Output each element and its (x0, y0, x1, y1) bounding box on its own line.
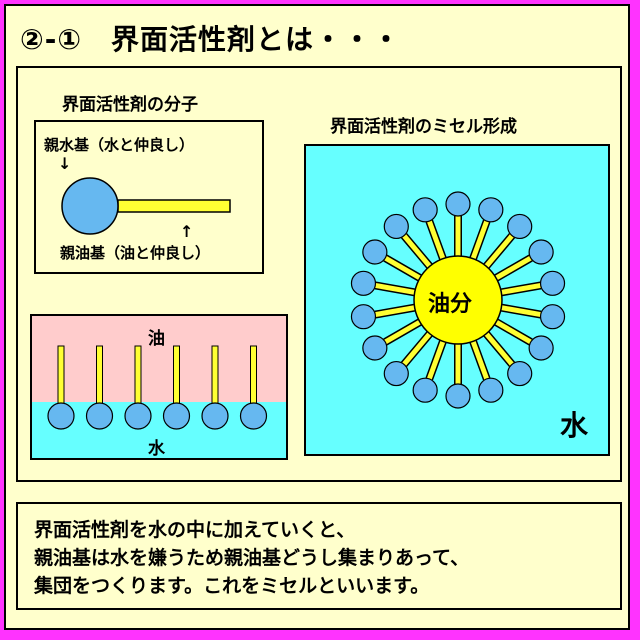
description-line: 集団をつくります。これをミセルといいます。 (34, 575, 430, 597)
description-line: 界面活性剤を水の中に加えていくと、 (34, 519, 356, 541)
micelle-head (445, 191, 471, 217)
micelle-tail (481, 234, 514, 271)
interface-molecule-tail (96, 345, 103, 405)
micelle-head (539, 304, 566, 330)
micelle-tail (402, 329, 435, 366)
interface-molecule-head (85, 402, 114, 430)
micelle-tail (426, 220, 447, 264)
interface-molecule-tail (57, 345, 65, 405)
micelle-head (528, 335, 554, 361)
down-arrow-icon: ↓ (58, 154, 72, 173)
micelle-head (412, 197, 438, 223)
interface-molecule-tail (173, 345, 180, 405)
micelle-heading: 界面活性剤のミセル形成 (330, 117, 517, 137)
micelle-head (507, 213, 533, 240)
interface-molecule-tail (134, 345, 142, 405)
lipophilic-label: 親油基（油と仲良し） (60, 244, 211, 262)
micelle-head (383, 360, 409, 387)
lipophilic-tail (117, 199, 231, 213)
interface-molecule-head (239, 402, 268, 430)
oil-core (413, 255, 503, 345)
micelle-head (412, 377, 438, 403)
micelle-head (362, 239, 388, 265)
micelle-tail (374, 282, 420, 296)
micelle-head (528, 239, 554, 265)
micelle-tail (481, 329, 514, 366)
interface-molecule-head (47, 402, 75, 430)
interface-molecule-head (124, 402, 152, 430)
micelle-tail (496, 282, 542, 296)
description-box: 界面活性剤を水の中に加えていくと、 親油基は水を嫌うため親油基どうし集まりあって… (16, 502, 622, 610)
page-title: ②-① 界面活性剤とは・・・ (20, 23, 402, 56)
micelle-tail (469, 220, 490, 264)
micelle-head (539, 270, 566, 296)
micelle-head (445, 383, 471, 409)
interface-water-label: 水 (148, 439, 165, 459)
interface-molecule-tail (211, 345, 219, 405)
micelle-head (507, 360, 533, 387)
interface-molecule-head (201, 402, 229, 430)
micelle-tail (426, 336, 447, 380)
micelle-tail (491, 317, 532, 345)
micelle-head (478, 377, 504, 403)
micelle-head (478, 197, 504, 223)
micelle-tail (384, 317, 425, 345)
interface-molecule-tail (250, 345, 257, 405)
micelle-tail (469, 336, 490, 380)
oil-label: 油 (148, 329, 165, 349)
micelle-head (383, 213, 409, 240)
micelle-head (350, 270, 377, 296)
micelle-head (362, 335, 388, 361)
molecule-heading: 界面活性剤の分子 (62, 95, 198, 115)
micelle-tail (402, 234, 435, 271)
up-arrow-icon: ↑ (180, 222, 194, 241)
micelle-tail (491, 255, 532, 283)
interface-box (30, 314, 288, 460)
hydrophilic-head (61, 177, 119, 235)
description-line: 親油基は水を嫌うため親油基どうし集まりあって、 (34, 547, 470, 569)
hydrophilic-label: 親水基（水と仲良し） (44, 136, 195, 154)
oil-core-label: 油分 (428, 292, 473, 317)
micelle-head (350, 304, 377, 330)
micelle-tail (384, 255, 425, 283)
micelle-water-label: 水 (560, 409, 589, 442)
micelle-tail (496, 304, 542, 318)
interface-molecule-head (162, 402, 191, 430)
micelle-tail (374, 304, 420, 318)
